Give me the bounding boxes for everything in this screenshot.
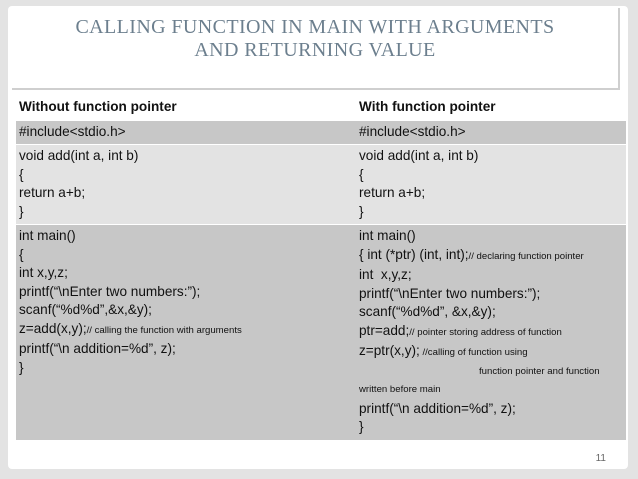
add-function-right: void add(int a, int b) { return a+b; } xyxy=(356,144,626,225)
slide-title-line-2: AND RETURNING VALUE xyxy=(194,39,436,61)
slide-title: CALLING FUNCTION IN MAIN WITH ARGUMENTS … xyxy=(12,16,618,62)
code-comment: //calling of function using xyxy=(419,347,528,358)
header-without-pointer: Without function pointer xyxy=(16,93,356,121)
comparison-table: Without function pointer With function p… xyxy=(16,93,626,441)
slide: CALLING FUNCTION IN MAIN WITH ARGUMENTS … xyxy=(8,6,628,469)
code-comment: function pointer and function xyxy=(479,365,600,377)
add-function-left: void add(int a, int b) { return a+b; } xyxy=(16,144,356,225)
code-comment: // calling the function with arguments xyxy=(86,324,242,336)
slide-title-line-1: CALLING FUNCTION IN MAIN WITH ARGUMENTS xyxy=(75,16,555,38)
title-box: CALLING FUNCTION IN MAIN WITH ARGUMENTS … xyxy=(12,8,620,90)
include-left: #include<stdio.h> xyxy=(16,120,356,145)
table-row-main: int main() { int x,y,z; printf(“\nEnter … xyxy=(16,224,626,441)
page-number: 11 xyxy=(595,453,606,464)
main-left: int main() { int x,y,z; printf(“\nEnter … xyxy=(16,224,356,441)
code-comment: // pointer storing address of function xyxy=(409,326,562,338)
main-right: int main() { int (*ptr) (int, int);// de… xyxy=(356,224,626,441)
table-row-add-function: void add(int a, int b) { return a+b; } v… xyxy=(16,144,626,225)
include-right: #include<stdio.h> xyxy=(356,120,626,145)
table-row-include: #include<stdio.h> #include<stdio.h> xyxy=(16,120,626,145)
table-header-row: Without function pointer With function p… xyxy=(16,93,626,121)
header-with-pointer: With function pointer xyxy=(356,93,626,121)
code-comment: written before main xyxy=(359,384,441,395)
code-comment: // declaring function pointer xyxy=(468,250,584,262)
